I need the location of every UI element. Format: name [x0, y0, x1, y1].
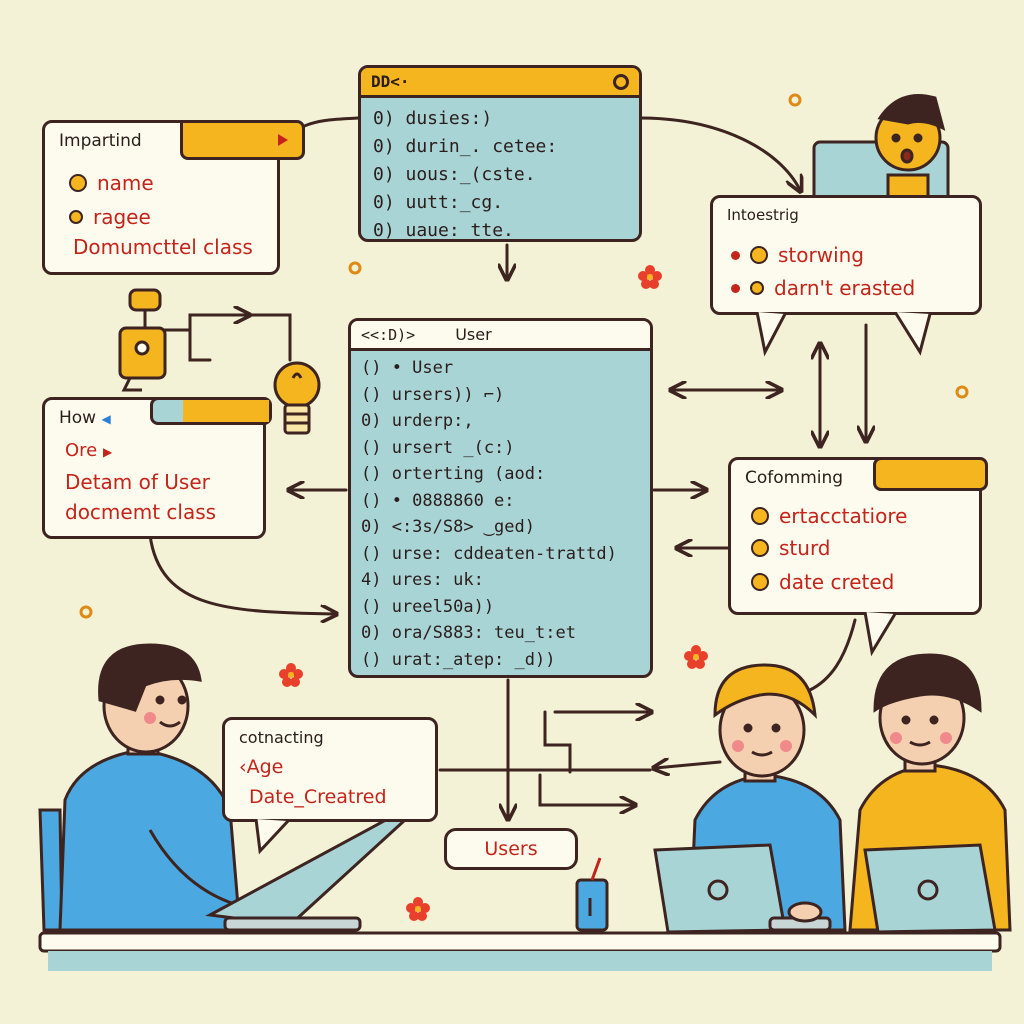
bullet-icon	[69, 210, 83, 224]
top-window-title: DD<·	[371, 72, 410, 91]
important-item-label: ragee	[93, 205, 151, 229]
code-line: () • User	[361, 358, 454, 379]
speech-tail	[755, 312, 932, 357]
person-left	[38, 643, 408, 932]
code-line: () • 0888860 e:	[361, 490, 515, 511]
how-card-line1: Ore ▶	[65, 440, 112, 461]
users-pill-label: Users	[484, 838, 538, 860]
connecting-line1-text: Age	[246, 756, 284, 778]
interesting-item: storwing	[731, 243, 864, 267]
how-card-heading: How ◀	[59, 408, 111, 428]
important-item-name: name	[69, 171, 154, 195]
code-line: () ursert _(c:)	[361, 437, 515, 458]
interesting-item-label: darn't erasted	[774, 276, 916, 300]
code-line: () urat:_atep: _d))	[361, 649, 556, 670]
conforming-card-heading: Cofomming	[745, 468, 844, 488]
code-line: 4) ures: uk:	[361, 570, 484, 591]
code-line: () ursers)) ⌐)	[361, 384, 505, 405]
lightbulb-icon	[273, 361, 321, 435]
desk	[38, 931, 1002, 971]
code-line: () ureel50a))	[361, 596, 495, 617]
coin-icon	[750, 246, 768, 264]
user-window-title-left: <<:D)>	[361, 325, 416, 344]
important-card-heading: Impartind	[59, 131, 142, 151]
conforming-item-label: sturd	[779, 536, 831, 560]
speech-tail	[254, 819, 290, 855]
how-card-heading-text: How	[59, 408, 97, 428]
users-pill[interactable]: Users	[444, 828, 578, 870]
how-card-tab	[150, 397, 272, 425]
user-window-titlebar: <<:D)> User	[351, 321, 650, 351]
how-card-line3: docmemt class	[65, 500, 217, 524]
robot-lamp-icon	[118, 288, 167, 392]
bullet-icon	[731, 283, 740, 293]
coin-icon	[751, 539, 769, 557]
conforming-item-label: date creted	[779, 570, 895, 594]
conforming-card-tab	[873, 457, 988, 491]
interesting-item: darn't erasted	[731, 276, 915, 300]
top-code-window: DD<· 0) dusies:) 0) durin_. cetee: 0) uous…	[358, 65, 642, 242]
cup-icon	[575, 857, 609, 932]
laptops-right	[653, 843, 997, 934]
code-line: 0) urderp:,	[361, 411, 474, 432]
user-code-window: <<:D)> User () • User () ursers)) ⌐) 0) ur…	[348, 318, 653, 678]
conforming-item-label: ertacctatiore	[779, 504, 908, 528]
important-card-footer: Domumcttel class	[73, 235, 253, 259]
interesting-card: Intoestrig storwing darn't erasted	[710, 195, 982, 315]
how-card: How ◀ Ore ▶ Detam of User docmemt class	[42, 397, 272, 539]
important-item-range: ragee	[69, 205, 151, 229]
code-line: 0) <:3s/S8> ‿ged)	[361, 517, 535, 538]
caret-icon: ‹	[239, 756, 247, 778]
speech-tail	[863, 612, 897, 657]
interesting-card-heading: Intoestrig	[727, 206, 799, 224]
coin-icon	[751, 507, 769, 525]
play-icon	[278, 134, 288, 146]
triangle-left-icon: ◀	[101, 412, 111, 426]
window-circle-icon	[613, 73, 629, 90]
how-card-line1-text: Ore	[65, 440, 98, 461]
top-window-titlebar: DD<·	[361, 68, 639, 98]
conforming-item: ertacctatiore	[751, 504, 907, 528]
connecting-card-line2: Date_Creatred	[249, 786, 387, 808]
bullet-icon	[69, 174, 87, 192]
code-line: 0) uous:_(cste.	[373, 163, 536, 185]
connecting-card: cotnacting ‹Age Date_Creatred	[222, 717, 438, 822]
code-line: 0) uutt:_cg.	[373, 191, 504, 213]
conforming-item: date creted	[751, 570, 894, 594]
decorations	[79, 93, 969, 921]
connecting-card-heading: cotnacting	[239, 728, 324, 747]
connecting-card-line1: ‹Age	[239, 756, 283, 778]
user-window-code: () • User () ursers)) ⌐) 0) urderp:, () urs…	[351, 351, 650, 675]
connector-lines	[148, 116, 866, 818]
code-line: 0) dusies:)	[373, 107, 493, 129]
code-line: () urse: cddeaten-trattd)	[361, 543, 617, 564]
important-card: Impartind name ragee Domumcttel class	[42, 120, 305, 275]
coin-icon	[751, 573, 769, 591]
chevron-right-icon: ▶	[102, 445, 113, 459]
how-card-line2: Detam of User	[65, 470, 210, 494]
conforming-item: sturd	[751, 536, 831, 560]
code-line: 0) durin_. cetee:	[373, 135, 558, 157]
important-card-tab	[180, 120, 305, 160]
code-line: 0) uaue:_tte.	[373, 219, 514, 241]
user-window-title: User	[455, 325, 492, 344]
important-item-label: name	[97, 171, 154, 195]
interesting-item-label: storwing	[778, 243, 865, 267]
person-top-right	[812, 94, 950, 207]
how-card-tab-fill	[183, 400, 269, 422]
code-line: () orterting (aod:	[361, 464, 546, 485]
code-line: 0) ora/S883: teu_t:et	[361, 623, 576, 644]
conforming-card: Cofomming ertacctatiore sturd date crete…	[728, 457, 988, 615]
coin-icon	[750, 281, 764, 295]
top-window-code: 0) dusies:) 0) durin_. cetee: 0) uous:_(cs…	[361, 98, 639, 241]
bullet-icon	[731, 250, 740, 260]
